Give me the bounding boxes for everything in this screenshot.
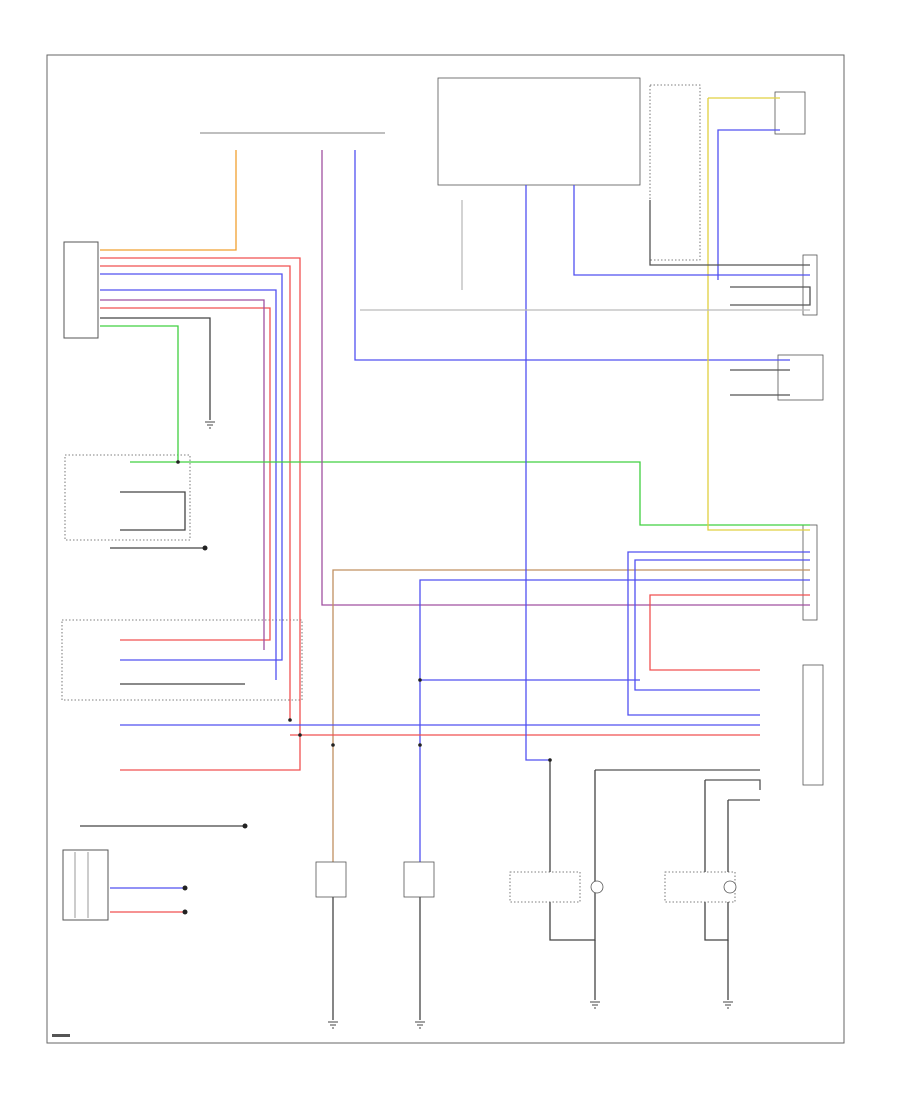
junction-dot: [298, 733, 302, 737]
junction-dot: [548, 758, 552, 762]
connector-right-lower: [802, 664, 824, 786]
bulb-icon-2: [723, 880, 737, 894]
lamp-block-1: [315, 861, 347, 898]
wire-red-right: [649, 594, 810, 671]
fuse-block-right: [649, 84, 701, 261]
junction-dot: [331, 743, 335, 747]
wire-blue-left-1: [100, 273, 283, 661]
junction-dot: [418, 743, 422, 747]
wire-blue-relay: [573, 185, 810, 276]
wire-blue-right-2: [627, 551, 810, 716]
connector-right-upper: [802, 254, 818, 316]
wire-black-ground: [100, 317, 211, 420]
wire-lamp-right-1: [549, 760, 596, 941]
wire-blue-2: [419, 579, 810, 870]
junction-dot: [242, 823, 248, 829]
ground-icon-2: [328, 1021, 338, 1029]
wire-black-right-2: [730, 286, 811, 306]
wire-blue-center: [354, 150, 790, 361]
footer-mark: [52, 1034, 70, 1037]
wires: [80, 97, 811, 1020]
connector-right-mid: [802, 524, 818, 621]
wire-green-1: [100, 325, 179, 462]
junction-dot: [182, 909, 188, 915]
wire-orange-top: [100, 150, 237, 251]
lamp-block-3: [509, 871, 581, 903]
relay-box-top: [437, 77, 641, 186]
bulb-icon-1: [590, 880, 604, 894]
wire-yellow-right: [707, 98, 810, 531]
wire-blue-left-2: [100, 289, 277, 680]
sensor-box-upper: [774, 91, 806, 135]
junction-dots: [176, 460, 552, 915]
module-combination-meter: [62, 849, 109, 921]
wire-blue-right-1: [634, 559, 810, 691]
wire-black-lower-2: [705, 779, 761, 790]
ground-icon-5: [723, 1001, 733, 1009]
wire-red-2: [100, 265, 291, 720]
wire-tan-1: [332, 569, 810, 870]
module-ac-control: [64, 454, 191, 541]
wire-purple-left: [100, 299, 265, 650]
diagram-frame: [46, 54, 845, 1044]
wire-red-1: [100, 257, 301, 771]
wire-black-ac: [120, 491, 186, 531]
wire-green-2: [130, 461, 810, 526]
wire-black-right-1: [649, 200, 810, 266]
lamp-block-4: [664, 871, 736, 903]
sensor-box-mid: [777, 354, 824, 401]
wire-red-3: [100, 307, 271, 641]
module-combination-switch: [61, 619, 303, 701]
lamp-block-2: [403, 861, 435, 898]
ground-icon-4: [590, 1001, 600, 1009]
wire-lamp-right-2: [704, 780, 729, 941]
junction-dot: [202, 545, 208, 551]
junction-dot: [418, 678, 422, 682]
junction-dot: [176, 460, 180, 464]
junction-dot: [182, 885, 188, 891]
wire-purple-center: [321, 150, 810, 606]
module-left-connector: [63, 241, 99, 339]
wire-blue-top-right: [717, 129, 780, 280]
ground-icon-3: [415, 1021, 425, 1029]
ground-icon-1: [205, 421, 215, 429]
ground-icons: [205, 421, 733, 1029]
wire-blue-relay-2: [525, 185, 550, 761]
junction-dot: [288, 718, 292, 722]
